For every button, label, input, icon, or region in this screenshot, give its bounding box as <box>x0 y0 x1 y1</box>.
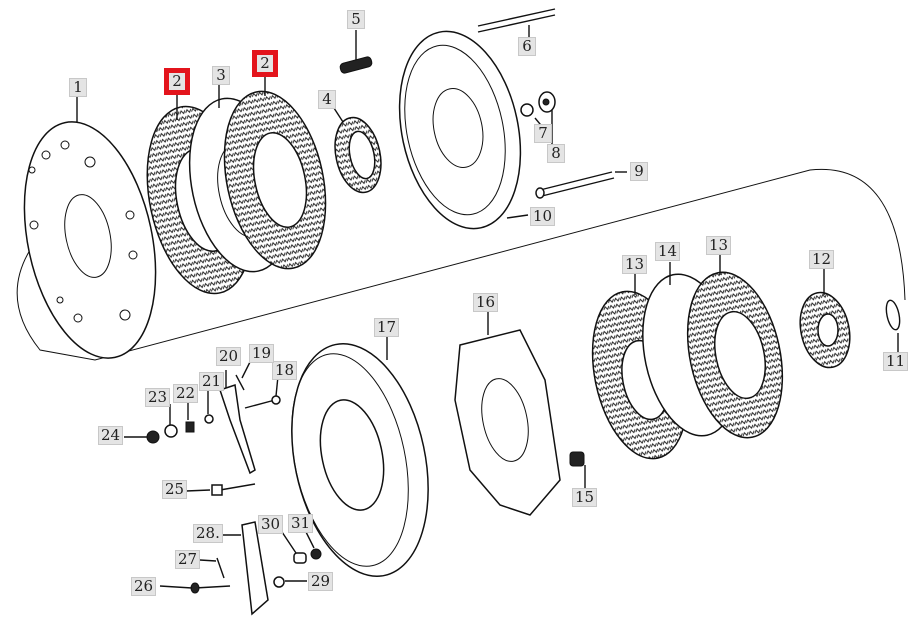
callout-4[interactable]: 4 <box>318 90 336 109</box>
callout-24[interactable]: 24 <box>98 426 124 445</box>
callout-12[interactable]: 12 <box>809 250 835 269</box>
part-31-nut <box>310 548 322 560</box>
part-30-bolt <box>293 552 307 564</box>
callout-28[interactable]: 28. <box>193 524 223 543</box>
callout-11[interactable]: 11 <box>883 352 909 371</box>
part-18-bolt <box>244 395 281 409</box>
callout-25[interactable]: 25 <box>162 480 188 499</box>
callout-17[interactable]: 17 <box>374 318 400 337</box>
part-25-bolt <box>211 483 256 496</box>
part-28-lever <box>241 521 269 616</box>
callout-1[interactable]: 1 <box>69 78 87 97</box>
assembly-connector-line <box>16 168 906 361</box>
callout-9[interactable]: 9 <box>630 162 648 181</box>
callout-13-front[interactable]: 13 <box>622 255 648 274</box>
callout-20[interactable]: 20 <box>216 347 242 366</box>
part-9-pin <box>535 171 615 199</box>
part-1-backing-plate <box>23 121 157 359</box>
callout-8[interactable]: 8 <box>547 144 565 163</box>
part-10-pressure-plate <box>398 30 522 230</box>
part-6-bolt <box>477 8 556 33</box>
part-17-housing <box>291 343 429 577</box>
part-12-hub <box>799 291 851 369</box>
part-11-snap-ring <box>885 299 901 331</box>
callout-5[interactable]: 5 <box>347 10 365 29</box>
callout-31[interactable]: 31 <box>288 514 314 533</box>
callout-22[interactable]: 22 <box>173 384 199 403</box>
callout-14[interactable]: 14 <box>655 242 681 261</box>
part-7-nut <box>520 103 534 117</box>
callout-23[interactable]: 23 <box>145 388 171 407</box>
part-5-spring <box>339 56 373 74</box>
callout-10[interactable]: 10 <box>530 207 556 226</box>
part-23-washer <box>164 424 178 438</box>
callout-29[interactable]: 29 <box>308 572 334 591</box>
part-4-hub <box>334 116 382 194</box>
part-22-nut <box>185 421 195 433</box>
part-21-washer <box>204 414 214 424</box>
part-24-nut <box>146 430 160 444</box>
callout-19[interactable]: 19 <box>249 344 275 363</box>
callout-21[interactable]: 21 <box>199 372 225 391</box>
callout-27[interactable]: 27 <box>175 550 201 569</box>
callout-16[interactable]: 16 <box>473 293 499 312</box>
callout-18[interactable]: 18 <box>272 361 298 380</box>
part-27-pin <box>216 557 225 579</box>
callout-7[interactable]: 7 <box>534 124 552 143</box>
part-15-spring <box>569 451 585 467</box>
callout-15[interactable]: 15 <box>572 488 598 507</box>
part-16-plate <box>454 329 561 516</box>
part-19-pin <box>235 374 245 391</box>
callout-13-rear[interactable]: 13 <box>706 236 732 255</box>
part-2-friction-disc-rear <box>223 90 327 270</box>
part-8-adjuster <box>538 91 556 113</box>
callout-6[interactable]: 6 <box>518 37 536 56</box>
callout-26[interactable]: 26 <box>131 577 157 596</box>
part-26-pin <box>190 582 231 594</box>
leader-lines <box>76 25 899 589</box>
callout-2-highlighted-rear[interactable]: 2 <box>252 50 278 77</box>
part-29-washer <box>273 576 285 588</box>
callout-3[interactable]: 3 <box>212 66 230 85</box>
part-20-lever <box>219 384 256 475</box>
part-13-friction-disc-rear <box>686 271 784 439</box>
callout-30[interactable]: 30 <box>258 515 284 534</box>
callout-2-highlighted-front[interactable]: 2 <box>164 68 190 95</box>
